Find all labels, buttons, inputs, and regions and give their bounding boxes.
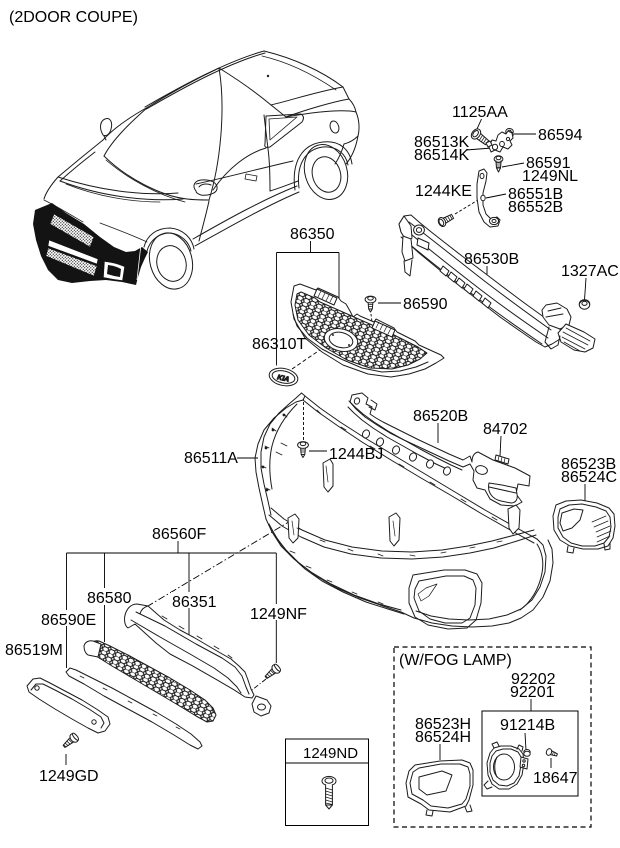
svg-text:1249NL: 1249NL [522,168,578,185]
svg-text:1249ND: 1249ND [303,745,358,762]
svg-text:86351: 86351 [172,594,217,611]
svg-text:(W/FOG LAMP): (W/FOG LAMP) [399,652,512,669]
svg-text:86350: 86350 [290,226,335,243]
svg-text:86580: 86580 [87,590,132,607]
svg-text:86590: 86590 [403,296,448,313]
svg-text:84702: 84702 [483,421,528,438]
svg-text:86513K: 86513K [414,134,469,151]
svg-text:86551B: 86551B [508,186,563,203]
svg-text:86552B: 86552B [508,199,563,216]
svg-text:86524C: 86524C [561,469,617,486]
svg-text:91214B: 91214B [500,717,555,734]
svg-text:86560F: 86560F [152,526,206,543]
svg-text:1249GD: 1249GD [39,768,99,785]
svg-text:92201: 92201 [510,684,555,701]
svg-text:(2DOOR COUPE): (2DOOR COUPE) [9,9,138,26]
svg-text:86530B: 86530B [464,251,519,268]
svg-text:86523H: 86523H [415,716,471,733]
svg-text:86523B: 86523B [561,456,616,473]
svg-text:18647: 18647 [533,770,578,787]
svg-text:86514K: 86514K [414,147,469,164]
svg-text:86520B: 86520B [413,408,468,425]
svg-text:86310T: 86310T [252,336,306,353]
svg-text:86594: 86594 [538,127,583,144]
svg-text:86590E: 86590E [41,612,96,629]
svg-text:86524H: 86524H [415,729,471,746]
svg-text:1249NF: 1249NF [250,606,307,623]
svg-text:86519M: 86519M [5,642,63,659]
svg-text:1125AA: 1125AA [452,104,508,121]
svg-text:86591: 86591 [526,155,571,172]
svg-text:92202: 92202 [511,671,556,688]
svg-text:86511A: 86511A [184,450,238,467]
svg-text:1244BJ: 1244BJ [329,446,383,463]
svg-text:1244KE: 1244KE [415,183,472,200]
svg-text:KIA: KIA [276,374,289,383]
svg-text:1327AC: 1327AC [561,263,619,280]
